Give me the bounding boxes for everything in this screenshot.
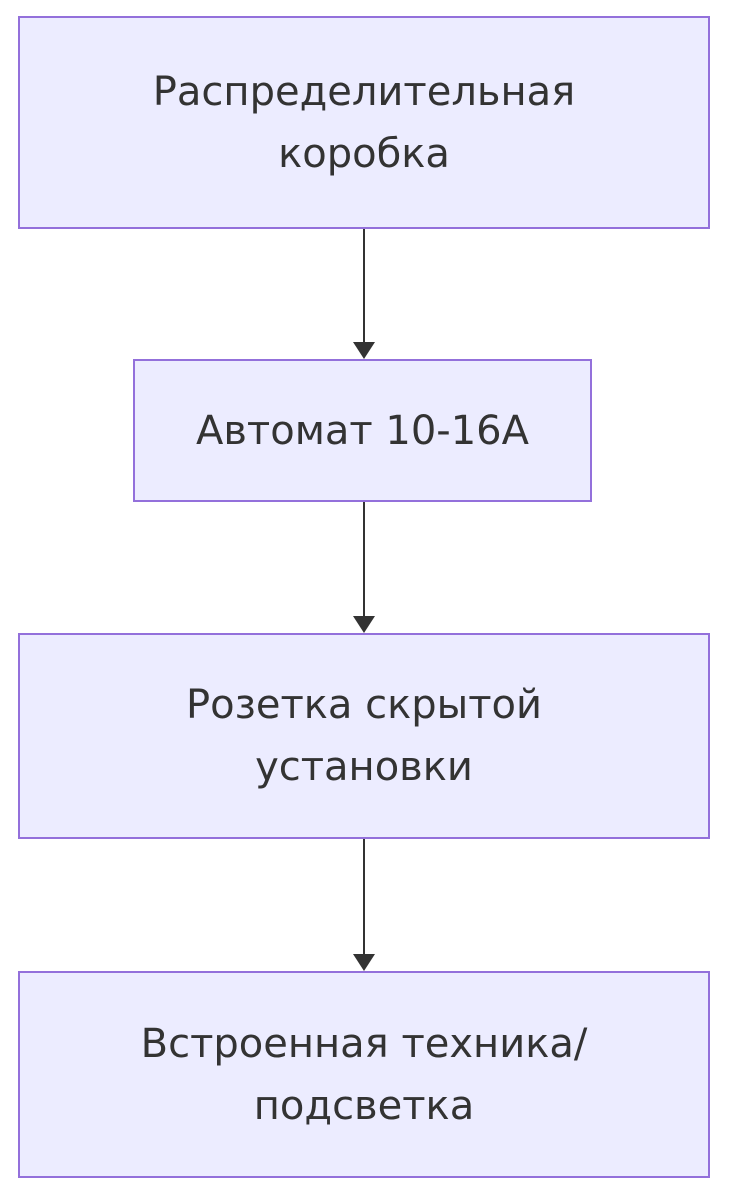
node-label-line: подсветка (253, 1082, 475, 1129)
node-label-line: Встроенная техника/ (140, 1020, 588, 1067)
arrow-head-icon (353, 616, 375, 633)
node-distribution-box: Распределительная коробка (18, 16, 710, 229)
edge-line-1 (362, 229, 366, 343)
node-label-line: установки (255, 744, 473, 790)
arrow-head-icon (353, 954, 375, 971)
node-label-line: Автомат 10-16А (195, 407, 529, 454)
node-breaker: Автомат 10-16А (133, 359, 592, 502)
edge-line-2 (362, 502, 366, 617)
arrow-head-icon (353, 342, 375, 359)
node-label-line: Розетка скрытой (185, 682, 543, 728)
node-label-line: коробка (278, 130, 450, 177)
edge-line-3 (362, 839, 366, 955)
node-recessed-socket: Розетка скрытой установки (18, 633, 710, 839)
node-builtin-appliance: Встроенная техника/ подсветка (18, 971, 710, 1178)
node-label-line: Распределительная (152, 68, 576, 115)
